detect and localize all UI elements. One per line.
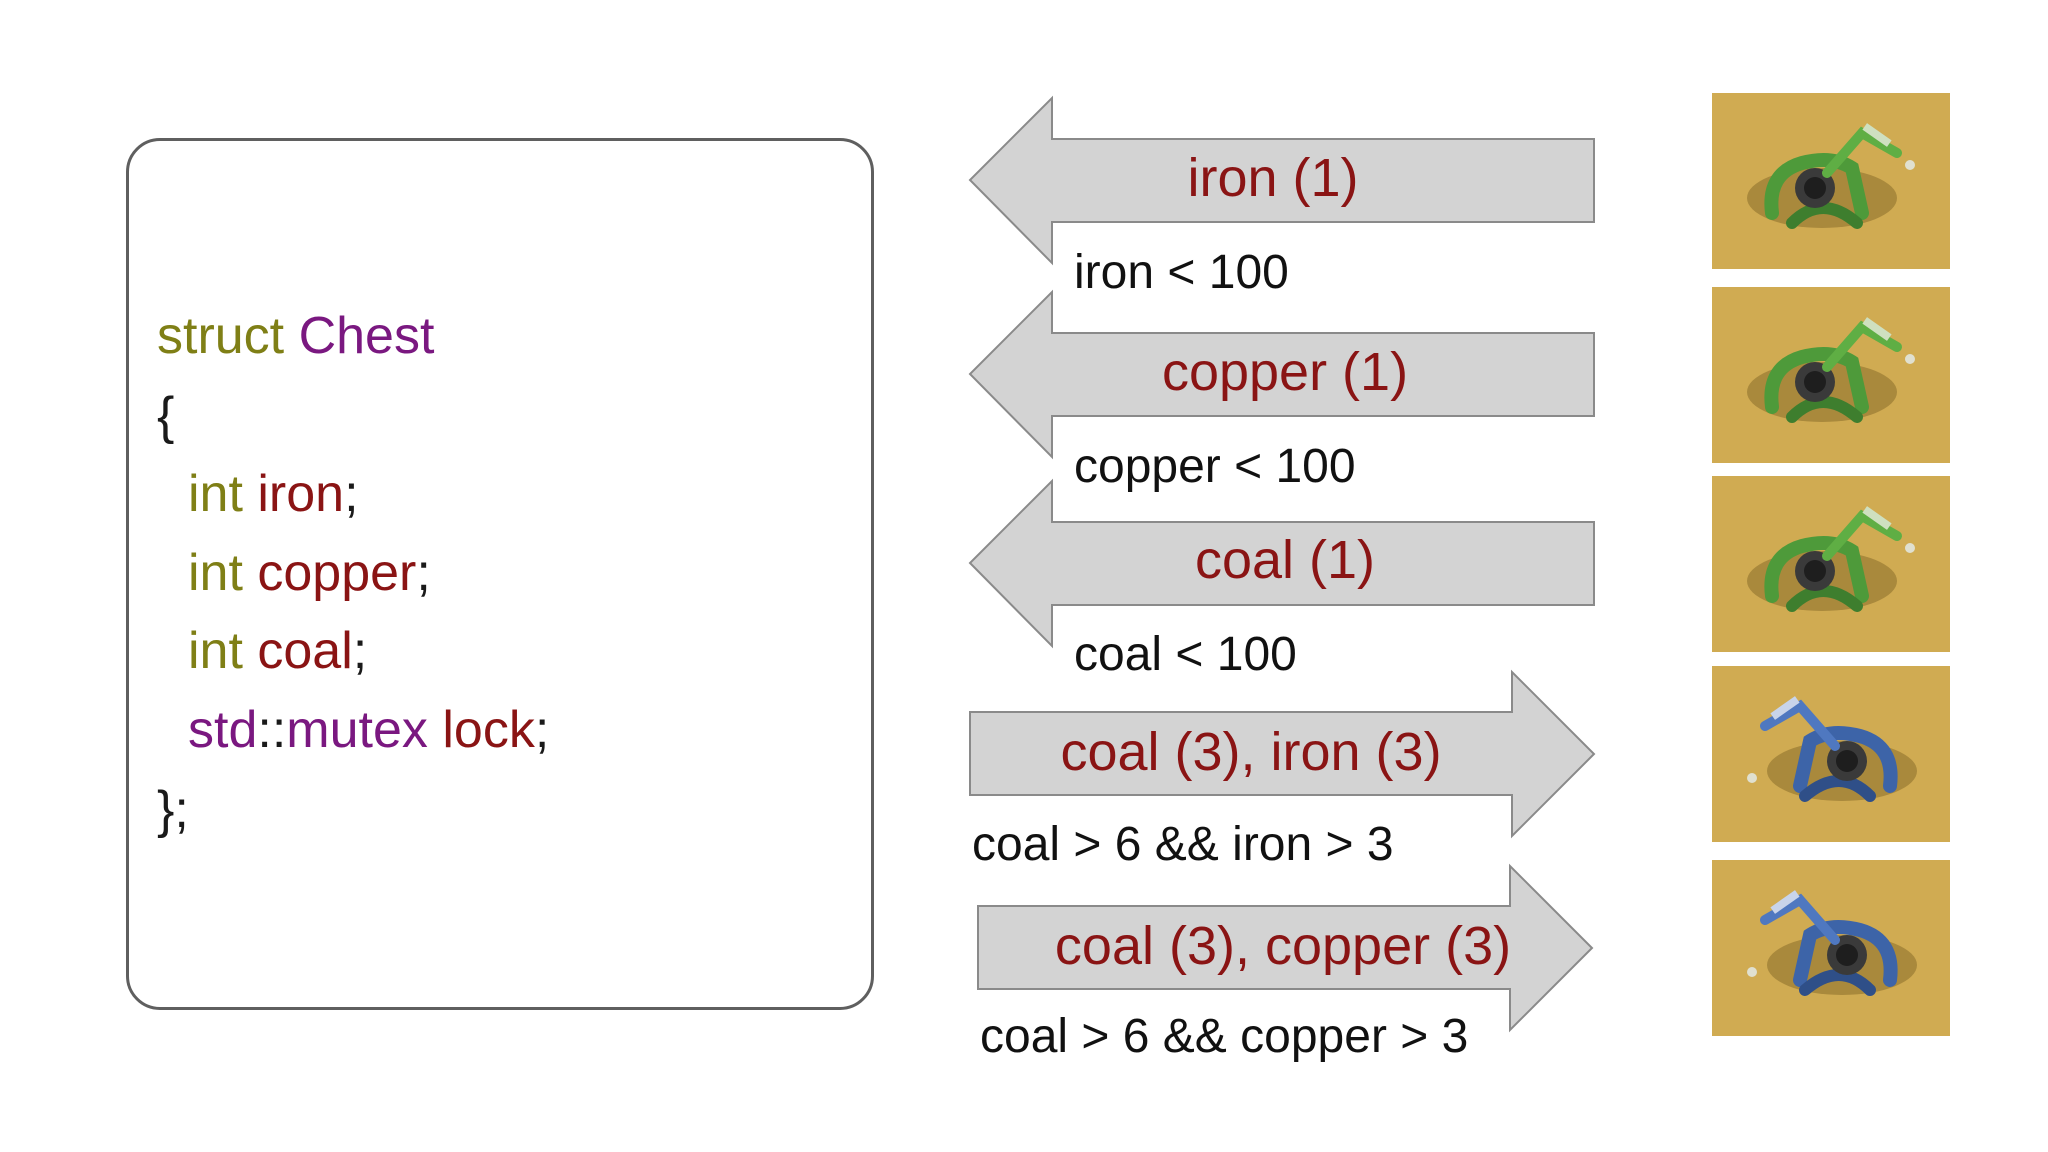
arrow-in-copper xyxy=(968,289,1595,460)
condition-label: coal > 6 && iron > 3 xyxy=(972,818,1394,871)
code-token: mutex xyxy=(286,701,443,759)
chest-struct-box xyxy=(126,138,874,1010)
code-line-7: }; xyxy=(157,780,189,840)
green-inserter-icon xyxy=(1712,476,1950,652)
arrow-label: copper (1) xyxy=(1162,342,1408,402)
code-token: { xyxy=(157,387,175,445)
code-token: Chest xyxy=(298,307,435,365)
code-line-6: std::mutex lock; xyxy=(188,700,549,760)
condition-label: iron < 100 xyxy=(1074,246,1289,299)
arrow-label: iron (1) xyxy=(1187,148,1358,208)
arrow-out-coal-iron xyxy=(969,669,1596,839)
code-token: ; xyxy=(416,544,431,602)
code-token: int xyxy=(188,622,258,680)
arrow-in-iron xyxy=(968,95,1595,266)
code-token: ; xyxy=(534,701,550,759)
code-token: lock xyxy=(442,701,535,759)
green-inserter-icon xyxy=(1712,93,1950,269)
blue-inserter-icon xyxy=(1712,666,1950,842)
code-line-4: int copper; xyxy=(188,543,431,603)
condition-label: coal > 6 && copper > 3 xyxy=(980,1010,1468,1063)
code-token: int xyxy=(188,465,258,523)
code-token: :: xyxy=(257,701,287,759)
condition-label: coal < 100 xyxy=(1074,628,1297,681)
green-inserter-icon xyxy=(1712,287,1950,463)
code-token: coal xyxy=(257,622,353,680)
blue-inserter-icon xyxy=(1712,860,1950,1036)
arrow-in-coal xyxy=(968,478,1595,649)
code-line-3: int iron; xyxy=(188,464,359,524)
code-token: copper xyxy=(257,544,417,602)
code-token: int xyxy=(188,544,258,602)
code-token: ; xyxy=(344,465,359,523)
arrow-label: coal (3), iron (3) xyxy=(1060,722,1441,782)
arrow-label: coal (3), copper (3) xyxy=(1055,916,1511,976)
code-token: std xyxy=(188,701,258,759)
code-line-1: struct Chest xyxy=(157,306,434,366)
arrow-out-coal-copper xyxy=(977,863,1594,1033)
code-line-2: { xyxy=(157,386,174,446)
arrow-label: coal (1) xyxy=(1195,530,1375,590)
code-token: struct xyxy=(157,307,299,365)
condition-label: copper < 100 xyxy=(1074,440,1356,493)
code-token: ; xyxy=(352,622,368,680)
code-token: iron xyxy=(257,465,345,523)
code-token: }; xyxy=(157,781,189,839)
code-line-5: int coal; xyxy=(188,621,367,681)
